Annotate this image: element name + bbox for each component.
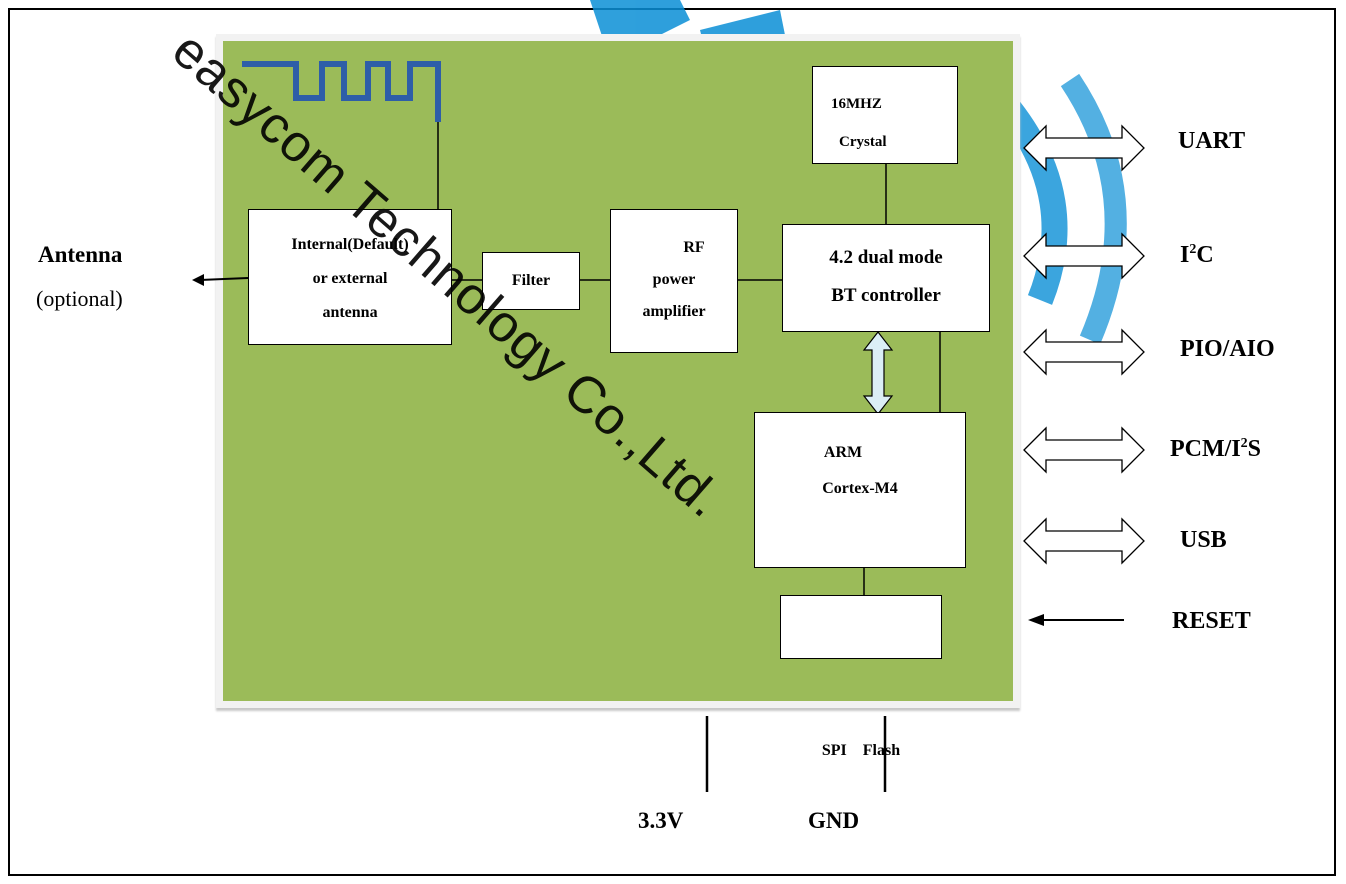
pcm-sup: 2	[1240, 436, 1248, 451]
arm-processor-block: ARM Cortex-M4	[754, 412, 966, 568]
crystal-line1: 16MHZ	[831, 96, 882, 112]
reset-label: RESET	[1172, 608, 1251, 634]
rf-amp-line2: power	[652, 271, 696, 288]
antenna-select-line2: or external	[312, 270, 388, 287]
ground-label: GND	[808, 808, 860, 833]
filter-block: Filter	[482, 252, 580, 310]
uart-label: UART	[1178, 128, 1246, 154]
bt-controller-line1: 4.2 dual mode	[829, 247, 943, 268]
i2c-base2: C	[1196, 242, 1214, 268]
i2c-sup: 2	[1189, 242, 1197, 257]
bt-controller-block: 4.2 dual mode BT controller	[782, 224, 990, 332]
rf-amplifier-block: RF power amplifier	[610, 209, 738, 353]
pcm-i2s-label: PCM/I2S	[1170, 436, 1261, 463]
antenna-select-line3: antenna	[322, 304, 378, 321]
rf-amp-line1: RF	[683, 239, 705, 256]
spi-flash-label: SPI Flash	[821, 742, 901, 759]
arm-line1: ARM	[823, 444, 863, 461]
antenna-select-line1: Internal(Default)	[291, 236, 409, 253]
rf-amp-line3: amplifier	[642, 303, 706, 320]
filter-label: Filter	[511, 272, 551, 289]
antenna-label: Antenna	[38, 242, 123, 267]
usb-label: USB	[1180, 527, 1227, 553]
i2c-label: I2C	[1180, 242, 1214, 269]
pio-aio-label: PIO/AIO	[1180, 336, 1275, 362]
pcm-base1: PCM/I	[1170, 436, 1241, 462]
pcm-base2: S	[1247, 436, 1262, 462]
crystal-line2: Crystal	[839, 134, 887, 150]
antenna-select-block: Internal(Default) or external antenna	[248, 209, 452, 345]
bt-controller-line2: BT controller	[831, 285, 941, 306]
power-3v3-label: 3.3V	[638, 808, 684, 833]
crystal-block: 16MHZ Crystal	[812, 66, 958, 164]
spi-flash-block: SPI Flash	[780, 595, 942, 759]
i2c-base1: I	[1180, 242, 1190, 268]
arm-line2: Cortex-M4	[822, 480, 898, 497]
antenna-optional-label: (optional)	[36, 286, 123, 311]
